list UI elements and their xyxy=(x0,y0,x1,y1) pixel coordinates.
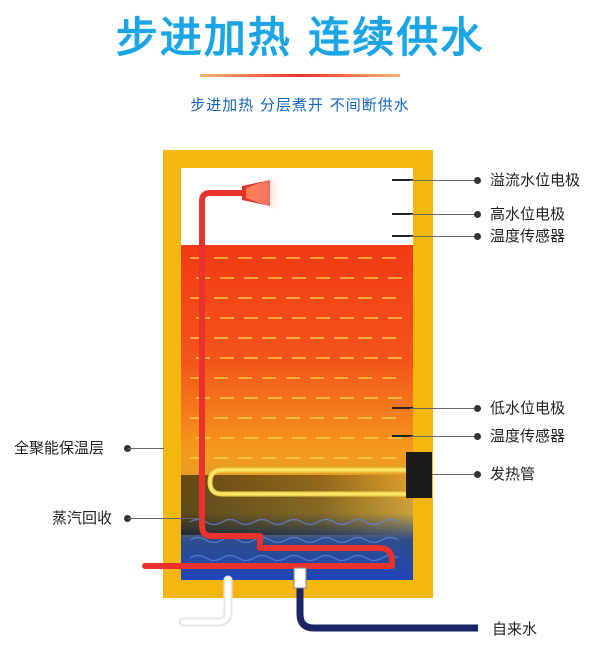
callout-dot xyxy=(474,233,481,240)
inlet-valve xyxy=(293,567,307,589)
page-subtitle: 步进加热 分层煮开 不间断供水 xyxy=(190,96,410,114)
steam-pipe xyxy=(142,190,395,569)
water-ripples xyxy=(190,257,405,459)
callout-dot xyxy=(124,445,131,452)
callout-dot xyxy=(474,405,481,412)
heater-shadow xyxy=(181,475,413,535)
cold-water-ripples xyxy=(189,518,399,562)
label-temp-sensor-top: 温度传感器 xyxy=(490,227,566,245)
electrode-probes xyxy=(392,179,413,437)
spray-nozzle xyxy=(242,176,278,210)
callout-line xyxy=(410,180,476,181)
callout-dot xyxy=(124,515,131,522)
label-heating-tube: 发热管 xyxy=(490,465,536,483)
callout-dot xyxy=(474,177,481,184)
callout-line xyxy=(128,518,202,519)
callout-dot xyxy=(474,433,481,440)
callout-line xyxy=(410,236,476,237)
label-steam-recovery: 蒸汽回收 xyxy=(52,509,113,527)
callout-line xyxy=(410,436,476,437)
callout-line xyxy=(128,448,164,449)
label-insulation: 全聚能保温层 xyxy=(14,439,105,457)
label-temp-sensor-bottom: 温度传感器 xyxy=(490,427,566,445)
callout-dot xyxy=(474,471,481,478)
callout-line xyxy=(432,474,476,475)
callout-line xyxy=(410,408,476,409)
heating-tube xyxy=(207,452,432,498)
label-inlet-water: 自来水 xyxy=(492,620,538,638)
label-overflow-electrode: 溢流水位电极 xyxy=(490,171,581,189)
label-high-electrode: 高水位电极 xyxy=(490,205,566,223)
callout-line xyxy=(410,214,476,215)
callout-dot xyxy=(474,211,481,218)
label-low-electrode: 低水位电极 xyxy=(490,399,566,417)
title-underline xyxy=(200,74,400,77)
page-title: 步进加热 连续供水 xyxy=(115,13,485,62)
inlet-pipe xyxy=(296,580,478,632)
